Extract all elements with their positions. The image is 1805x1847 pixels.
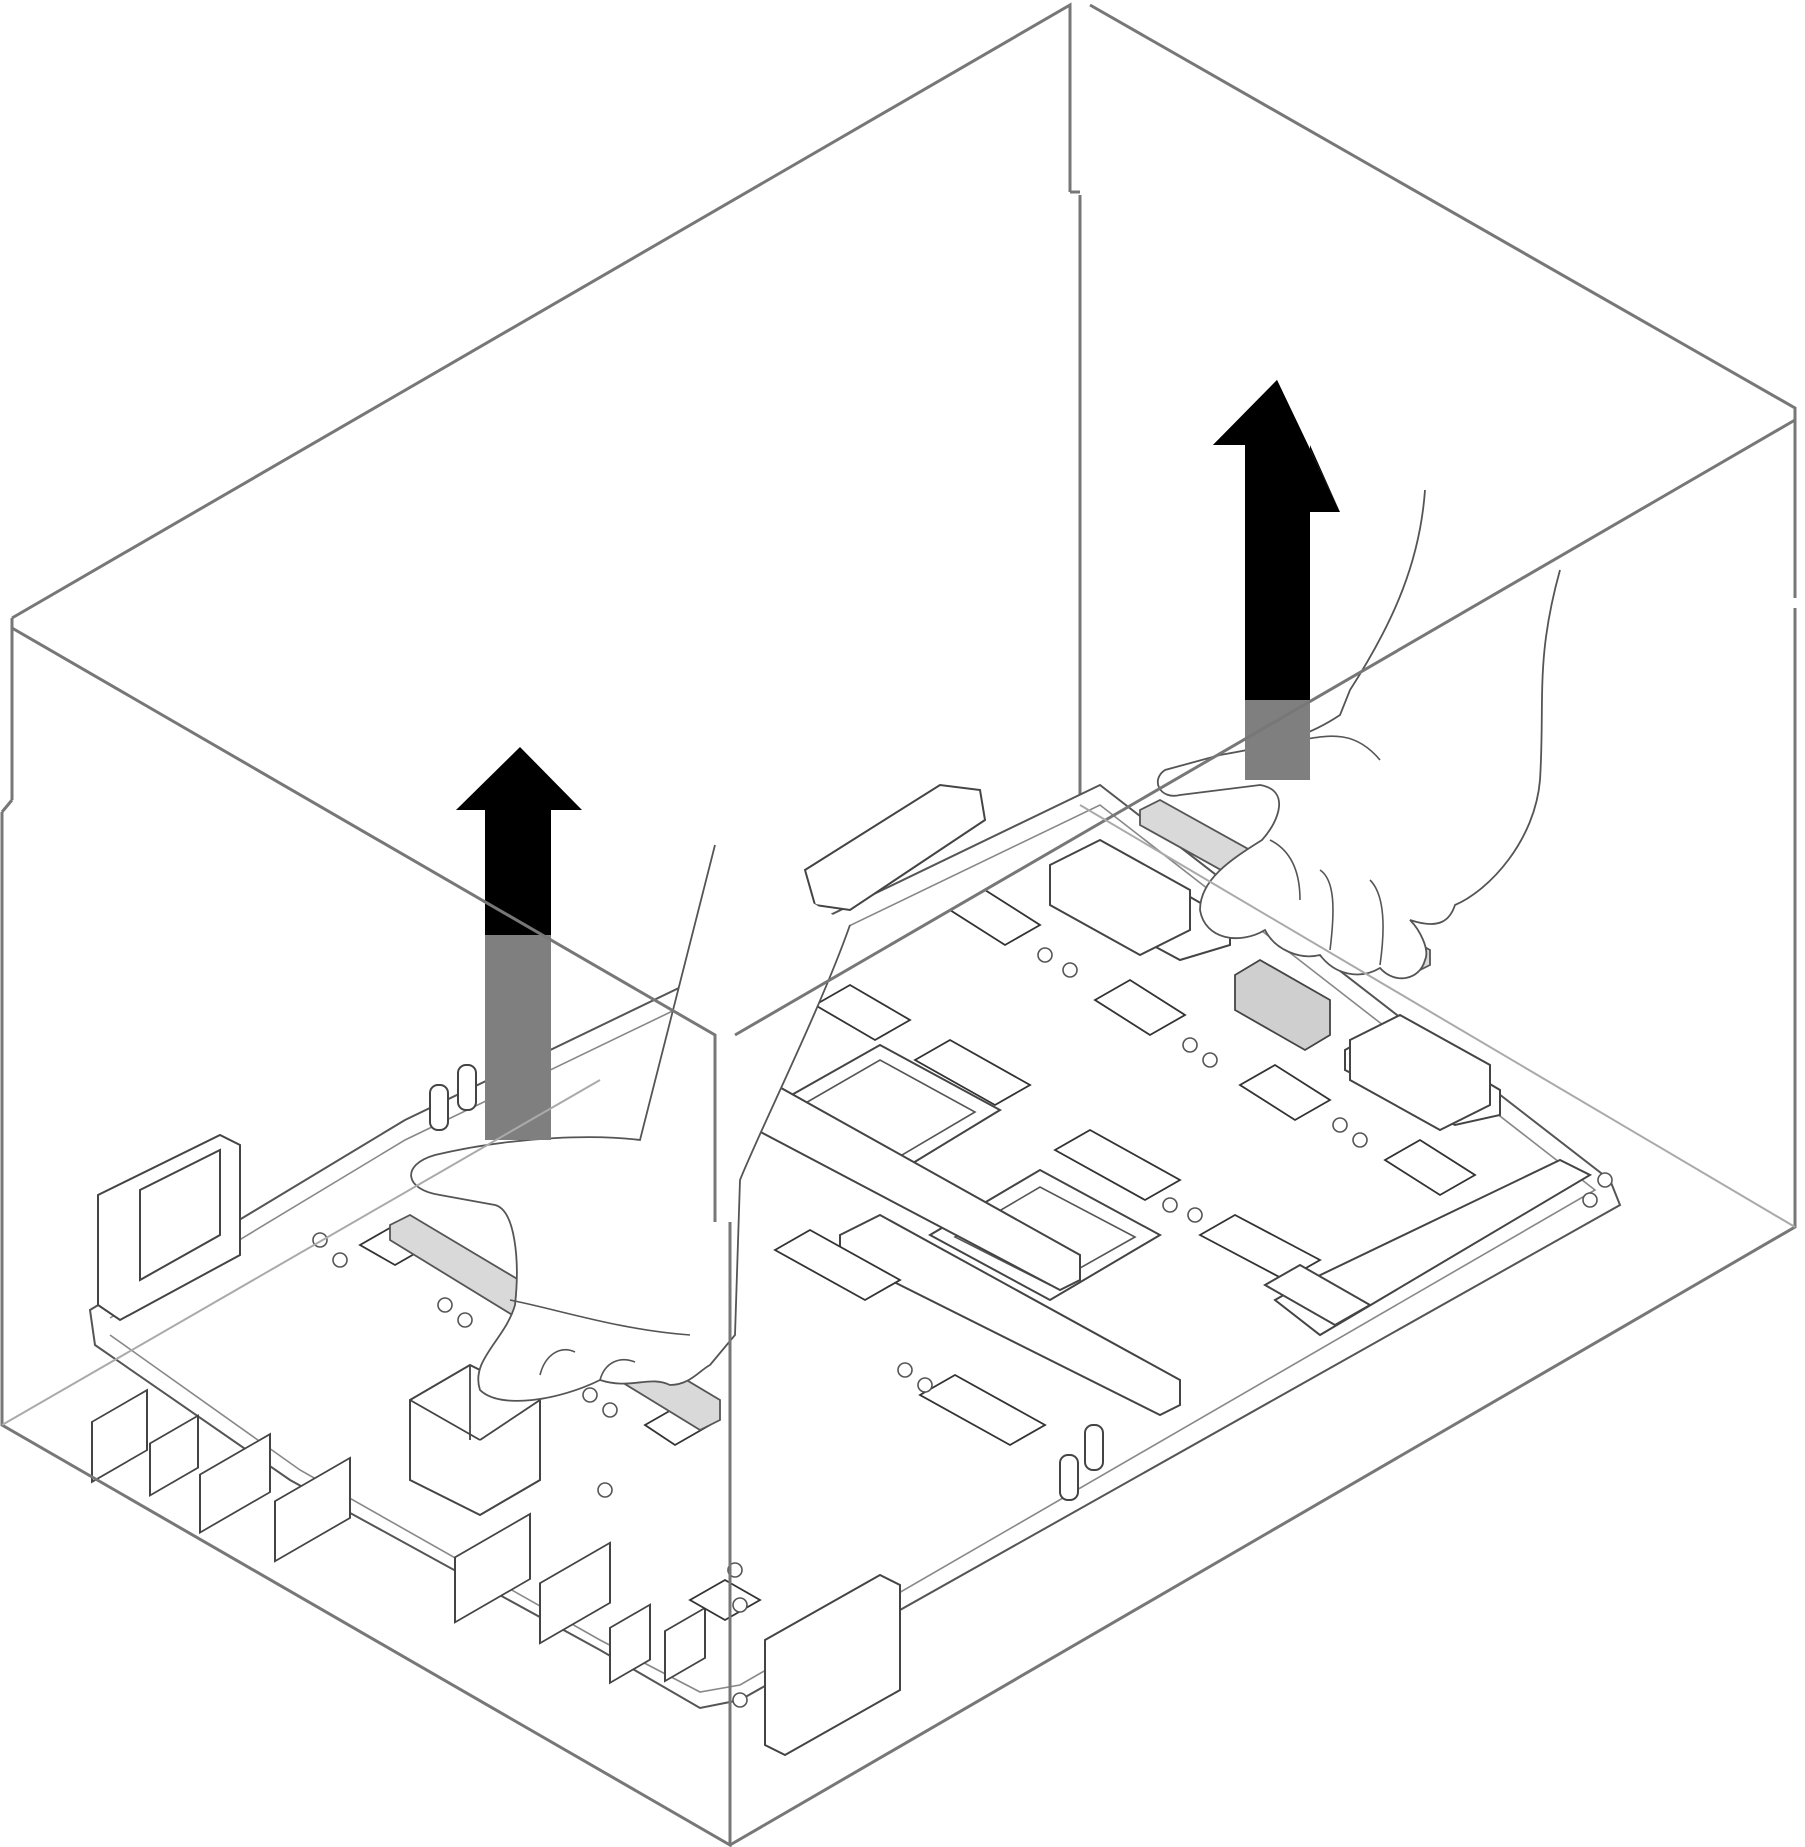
dimm-slots xyxy=(358,888,1477,1622)
lift-up-arrow-icon xyxy=(456,747,582,1140)
chassis-box-back xyxy=(11,2,1797,805)
front-connector-1 xyxy=(1049,838,1191,957)
right-hand xyxy=(1156,489,1561,980)
board-components xyxy=(91,783,1613,1757)
chassis-box-front xyxy=(0,190,1797,1847)
riser-card xyxy=(139,1148,221,1282)
front-card-slot xyxy=(764,1573,901,1757)
lift-up-arrow-icon xyxy=(1213,380,1340,780)
handle-bracket xyxy=(1234,958,1331,1052)
rear-io-connectors xyxy=(91,1388,706,1685)
left-hand xyxy=(410,844,851,1402)
standoffs xyxy=(429,1064,1104,1501)
front-connector-2 xyxy=(1349,1013,1491,1132)
front-connector-3 xyxy=(1262,1263,1373,1327)
